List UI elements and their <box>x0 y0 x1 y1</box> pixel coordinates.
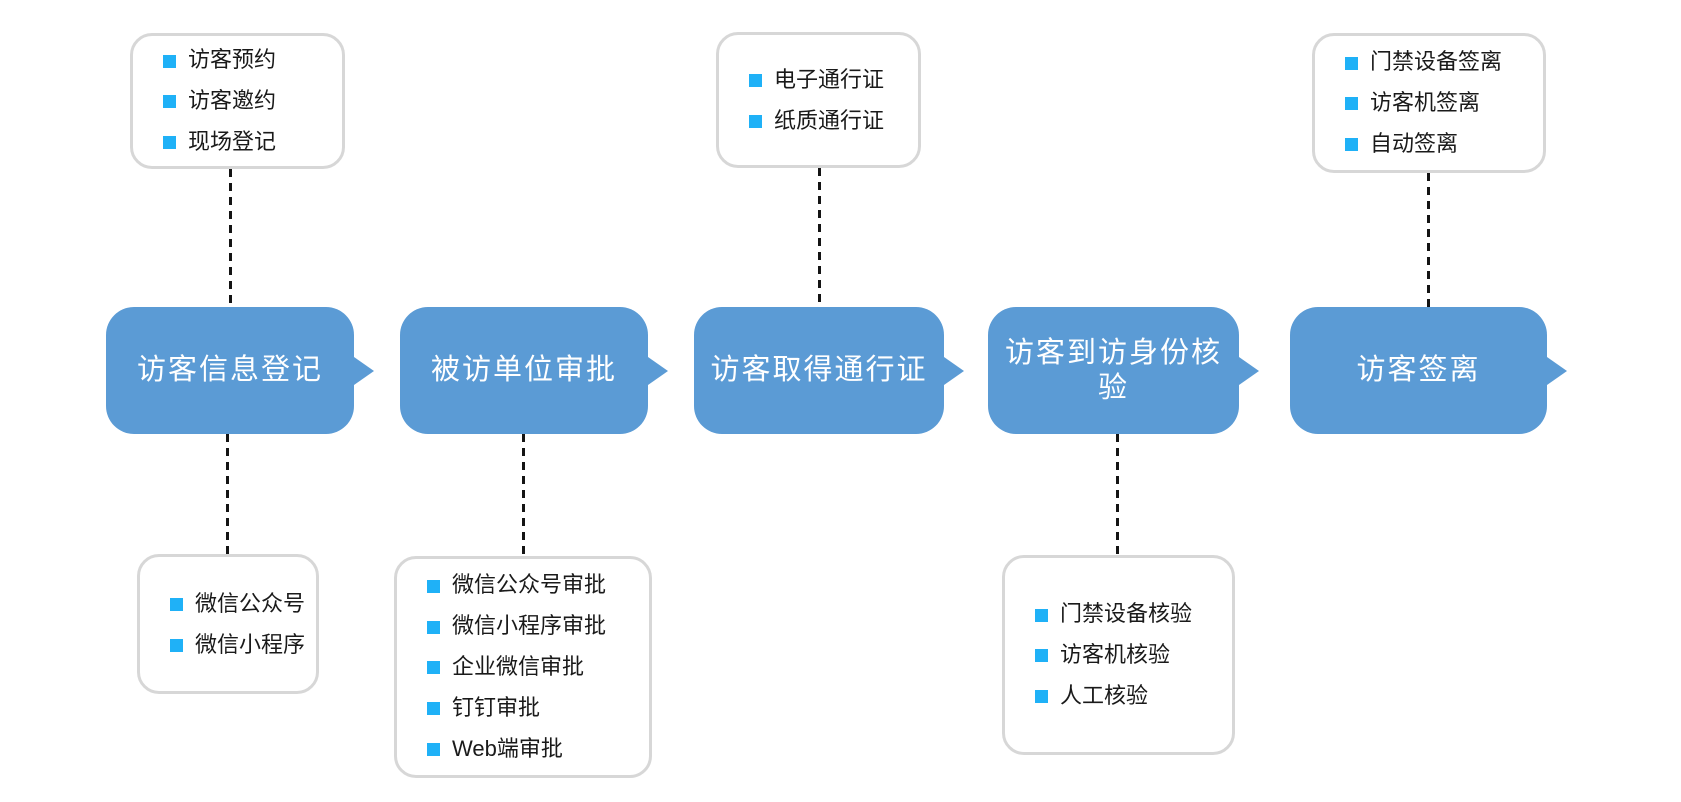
list-item-label: 微信公众号 <box>195 590 306 616</box>
bullet-square-icon <box>749 114 762 128</box>
callout-registration-apps: 微信公众号 微信小程序 <box>137 554 319 694</box>
list-item-label: 门禁设备核验 <box>1060 601 1193 627</box>
list-item: 现场登记 <box>163 129 332 155</box>
bullet-square-icon <box>1035 608 1048 622</box>
list-item-label: 纸质通行证 <box>774 107 885 133</box>
list-item: 访客预约 <box>163 47 332 73</box>
list-item: 纸质通行证 <box>749 108 908 134</box>
callout-signout-methods: 门禁设备签离 访客机签离 自动签离 <box>1312 33 1546 173</box>
bullet-square-icon <box>1035 690 1048 704</box>
flow-step-label: 访客到访身份核验 <box>1004 336 1222 404</box>
list-item: 自动签离 <box>1345 131 1533 157</box>
list-item: 钉钉审批 <box>427 695 639 721</box>
arrow-right-icon <box>1239 356 1259 385</box>
connector-bottom-approval <box>522 434 525 556</box>
list-item: 微信公众号 <box>170 591 306 617</box>
list-item: 访客机签离 <box>1345 90 1533 116</box>
arrow-right-icon <box>1547 356 1567 385</box>
list-item: 门禁设备核验 <box>1035 601 1222 627</box>
callout-verification-methods: 门禁设备核验 访客机核验 人工核验 <box>1002 555 1235 755</box>
bullet-square-icon <box>427 743 440 757</box>
callout-approval-channels: 微信公众号审批 微信小程序审批 企业微信审批 钉钉审批 Web端审批 <box>394 556 652 778</box>
bullet-square-icon <box>170 638 183 652</box>
list-item-label: 微信小程序 <box>195 631 306 657</box>
connector-bottom-verification <box>1116 434 1119 555</box>
connector-top-signout <box>1427 173 1430 307</box>
list-item-label: 自动签离 <box>1370 130 1459 156</box>
list-item: 企业微信审批 <box>427 654 639 680</box>
list-item-label: Web端审批 <box>452 735 563 761</box>
list-item: 微信小程序 <box>170 632 306 658</box>
list-item-label: 访客机签离 <box>1370 90 1481 116</box>
list-item-label: 访客邀约 <box>188 88 277 114</box>
list-item: 门禁设备签离 <box>1345 49 1533 75</box>
bullet-square-icon <box>1345 138 1358 152</box>
list-item-label: 访客预约 <box>188 47 277 73</box>
list-item: Web端审批 <box>427 736 639 762</box>
bullet-square-icon <box>163 95 176 109</box>
bullet-square-icon <box>427 579 440 593</box>
bullet-square-icon <box>1345 97 1358 111</box>
bullet-square-icon <box>163 136 176 150</box>
flow-step-unit-approval: 被访单位审批 <box>400 307 668 434</box>
list-item-label: 微信公众号审批 <box>452 572 607 598</box>
bullet-square-icon <box>749 74 762 88</box>
list-item-label: 电子通行证 <box>774 66 885 92</box>
flow-step-label: 访客信息登记 <box>136 354 323 387</box>
flow-step-obtain-pass: 访客取得通行证 <box>694 307 964 434</box>
connector-top-pass <box>818 168 821 307</box>
bullet-square-icon <box>1345 56 1358 70</box>
list-item: 电子通行证 <box>749 67 908 93</box>
list-item-label: 钉钉审批 <box>452 694 541 720</box>
flow-step-sign-out: 访客签离 <box>1290 307 1567 434</box>
callout-pass-types: 电子通行证 纸质通行证 <box>716 32 921 168</box>
bullet-square-icon <box>1035 649 1048 663</box>
list-item: 微信公众号审批 <box>427 572 639 598</box>
list-item: 访客邀约 <box>163 88 332 114</box>
flow-step-info-registration: 访客信息登记 <box>106 307 374 434</box>
flow-step-label: 访客签离 <box>1356 354 1481 387</box>
flow-step-label: 访客取得通行证 <box>710 354 928 387</box>
bullet-square-icon <box>427 661 440 675</box>
list-item-label: 微信小程序审批 <box>452 613 607 639</box>
bullet-square-icon <box>163 54 176 68</box>
bullet-square-icon <box>170 598 183 612</box>
list-item: 人工核验 <box>1035 683 1222 709</box>
list-item: 微信小程序审批 <box>427 613 639 639</box>
callout-registration-channels: 访客预约 访客邀约 现场登记 <box>130 33 345 169</box>
list-item: 访客机核验 <box>1035 642 1222 668</box>
list-item-label: 门禁设备签离 <box>1370 49 1503 75</box>
bullet-square-icon <box>427 620 440 634</box>
arrow-right-icon <box>354 356 374 385</box>
flow-step-identity-verification: 访客到访身份核验 <box>988 307 1259 434</box>
list-item-label: 人工核验 <box>1060 682 1149 708</box>
list-item-label: 访客机核验 <box>1060 642 1171 668</box>
arrow-right-icon <box>648 356 668 385</box>
flow-step-label: 被访单位审批 <box>430 354 617 387</box>
list-item-label: 现场登记 <box>188 128 277 154</box>
connector-bottom-registration <box>226 434 229 554</box>
arrow-right-icon <box>944 356 964 385</box>
bullet-square-icon <box>427 702 440 716</box>
list-item-label: 企业微信审批 <box>452 654 585 680</box>
connector-top-registration <box>229 169 232 307</box>
